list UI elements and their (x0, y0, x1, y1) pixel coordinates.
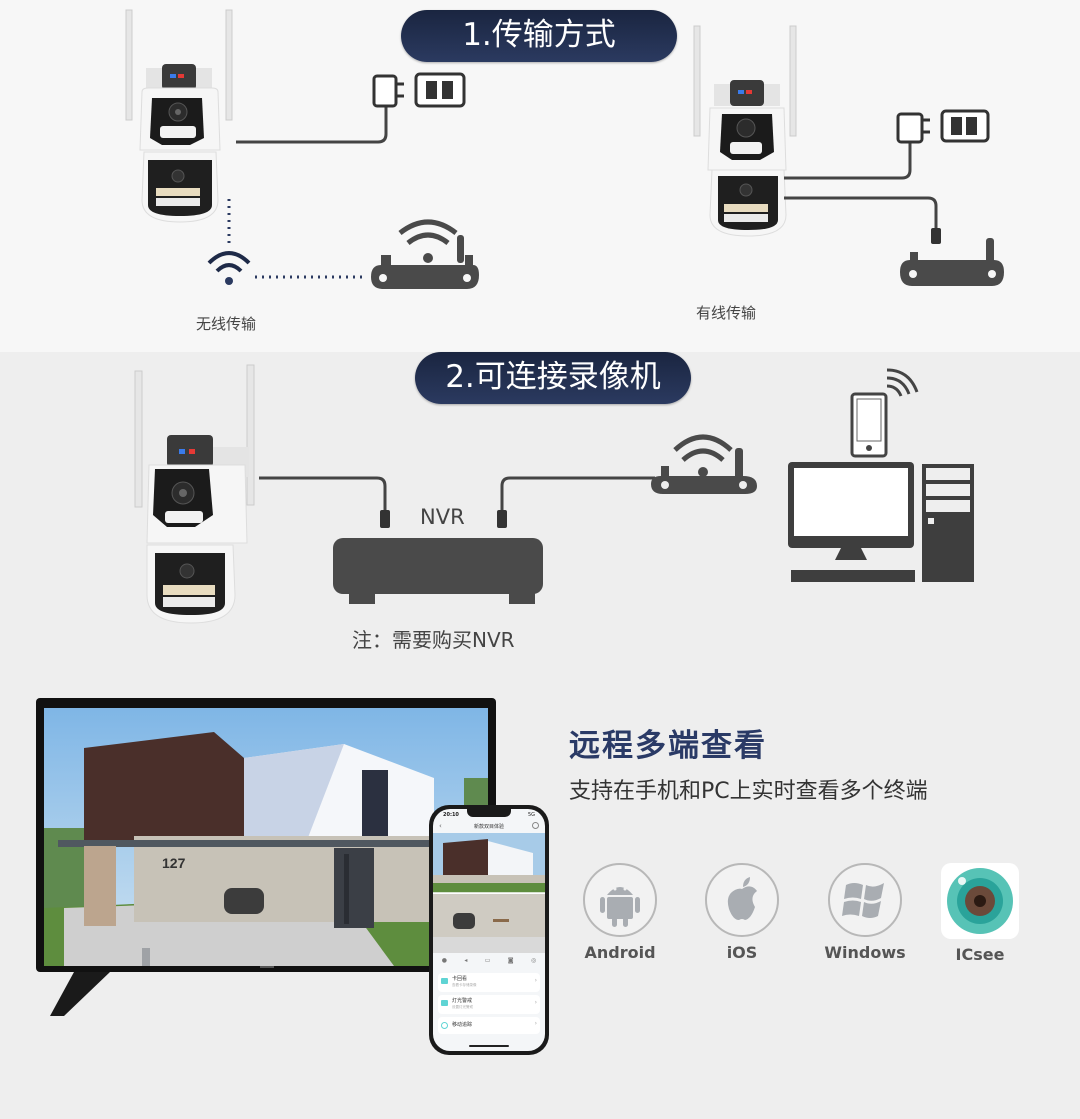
desktop-monitor-icon (788, 462, 915, 582)
nvr-title-pill: 2.可连接录像机 (415, 352, 691, 404)
list-item[interactable]: 灯光警戒 设置灯光警戒 › (438, 995, 540, 1014)
settings-icon[interactable] (532, 822, 539, 829)
wired-label: 有线传输 (696, 304, 757, 322)
camera-icon (125, 9, 233, 223)
chevron-right-icon: › (534, 1020, 537, 1027)
windows-icon (828, 863, 902, 937)
motion-tracking-icon (441, 1022, 448, 1029)
router-icon (651, 434, 757, 494)
smartphone-frame: 20:10 5G ‹ 新款双目体验 ● ◂ ▭ ◙ ◎ 卡回看 (429, 805, 549, 1055)
tv-monitor: 127 (36, 698, 496, 972)
speaker-icon[interactable]: ◂ (464, 957, 468, 964)
phone-screen: 20:10 5G ‹ 新款双目体验 ● ◂ ▭ ◙ ◎ 卡回看 (433, 809, 545, 1051)
phone-screen-title: 新款双目体验 (473, 824, 504, 830)
platform-label: Android (584, 943, 656, 962)
router-icon (900, 238, 1004, 286)
home-indicator (469, 1045, 509, 1047)
menu-item-label: 灯光警戒 (452, 998, 473, 1004)
platform-label: ICsee (955, 945, 1005, 964)
wired-connections (784, 109, 1004, 286)
platform-label: Windows (824, 943, 906, 962)
menu-item-sub: 查看卡存储录像 (452, 983, 477, 987)
phone-status-signal: 5G (527, 812, 535, 818)
microphone-icon[interactable]: ● (441, 957, 447, 964)
platform-android: Android (565, 863, 675, 962)
transmission-title-pill: 1.传输方式 (401, 10, 677, 62)
phone-notch (467, 809, 511, 817)
wifi-signal-icon (207, 251, 251, 285)
wireless-label: 无线传输 (196, 315, 257, 333)
nvr-label: NVR (420, 505, 465, 529)
pc-tower-icon (922, 464, 974, 582)
camera-icon (693, 25, 797, 237)
platform-ios: iOS (687, 863, 797, 962)
platform-icsee: ICsee (925, 863, 1035, 964)
wireless-link (207, 199, 479, 289)
power-connection-wireless (236, 72, 466, 144)
phone-menu-list: 卡回看 查看卡存储录像 › 灯光警戒 设置灯光警戒 › 移动追踪 › (438, 973, 540, 1034)
phone-control-bar: ● ◂ ▭ ◙ ◎ (433, 957, 545, 964)
router-icon (371, 219, 479, 289)
icsee-app-icon (941, 863, 1019, 939)
camera-icon (134, 364, 255, 624)
camera-image-nvr (134, 364, 255, 624)
apple-icon (705, 863, 779, 937)
remote-view-heading: 远程多端查看 (569, 728, 767, 764)
phone-live-view (433, 833, 545, 953)
camera-image-wireless (125, 9, 233, 223)
menu-item-label: 卡回看 (452, 976, 468, 982)
power-adapter-icon (372, 74, 398, 108)
playback-icon (441, 978, 448, 984)
ethernet-plug-icon (931, 228, 941, 244)
remote-view-subheading: 支持在手机和PC上实时查看多个终端 (569, 779, 928, 804)
power-outlet-icon (414, 72, 466, 108)
android-icon (583, 863, 657, 937)
platform-label: iOS (726, 943, 758, 962)
nvr-section-title: 2.可连接录像机 (445, 359, 661, 395)
menu-item-sub: 设置灯光警戒 (452, 1005, 473, 1009)
power-adapter-icon (896, 112, 924, 144)
nvr-purchase-note: 注：需要购买NVR (352, 628, 515, 652)
tv-screen-house-image: 127 (44, 708, 488, 966)
more-icon[interactable]: ◎ (531, 957, 537, 964)
pc-and-phone-image (788, 368, 974, 582)
platform-windows: Windows (810, 863, 920, 962)
nvr-device-icon (333, 538, 543, 604)
transmission-title: 1.传输方式 (462, 17, 616, 53)
ethernet-plug-icon (497, 510, 507, 528)
record-icon[interactable]: ▭ (484, 957, 491, 964)
phone-status-time: 20:10 (443, 812, 459, 818)
house-number: 127 (162, 855, 186, 871)
ethernet-plug-icon (380, 510, 390, 528)
list-item[interactable]: 移动追踪 › (438, 1017, 540, 1034)
back-arrow-icon[interactable]: ‹ (439, 822, 442, 830)
nvr-connections (259, 434, 757, 604)
menu-item-label: 移动追踪 (452, 1022, 473, 1028)
tv-stand (50, 972, 110, 1016)
camera-image-wired (693, 25, 797, 237)
list-item[interactable]: 卡回看 查看卡存储录像 › (438, 973, 540, 992)
chevron-right-icon: › (534, 977, 537, 984)
light-alarm-icon (441, 1000, 448, 1006)
tv-power-led (260, 966, 274, 968)
chevron-right-icon: › (534, 999, 537, 1006)
smartphone-icon (850, 392, 888, 458)
power-outlet-icon (940, 109, 990, 143)
snapshot-icon[interactable]: ◙ (507, 957, 514, 964)
signal-waves-icon (886, 368, 919, 397)
